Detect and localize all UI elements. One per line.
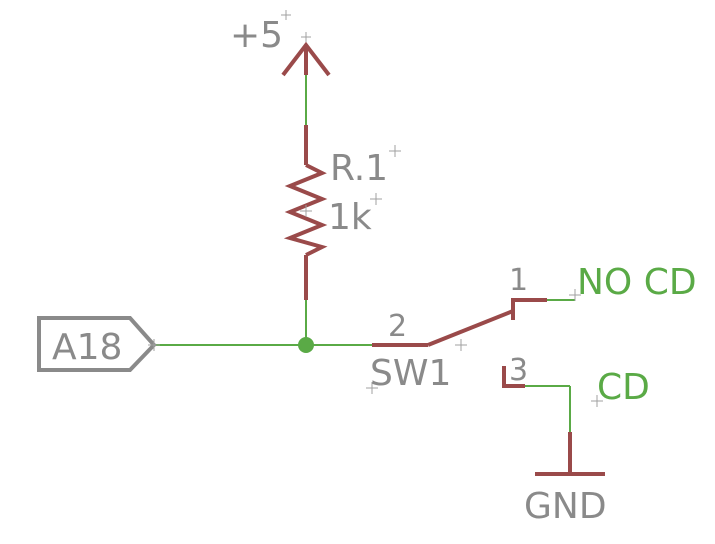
supply-symbol[interactable]: +5: [230, 10, 331, 77]
ground-label: GND: [524, 486, 607, 527]
switch-pin1-label: 1: [509, 263, 528, 298]
switch-origin-cross: [366, 339, 467, 394]
supply-label: +5: [230, 15, 283, 56]
supply-origin-cross: [281, 10, 311, 42]
wires: [154, 75, 575, 432]
net-origin-cross: [569, 289, 603, 407]
resistor-r1[interactable]: R.1 1k: [283, 125, 401, 300]
switch-pin3-contact-icon: [502, 366, 525, 388]
ground-symbol[interactable]: GND: [524, 432, 607, 527]
resistor-origin-cross: [300, 145, 401, 217]
switch-pin1-contact-icon: [511, 298, 547, 320]
resistor-value-label: 1k: [328, 197, 372, 238]
port-outline: [37, 316, 157, 372]
port-origin-cross: [148, 339, 160, 351]
switch-sw1[interactable]: 2 1 3 SW1: [366, 263, 547, 394]
switch-name-label: SW1: [370, 353, 451, 394]
resistor-name-label: R.1: [330, 148, 388, 189]
net-label-cd[interactable]: CD: [597, 367, 650, 408]
net-labels: NO CD CD: [569, 262, 697, 408]
port-label: A18: [52, 327, 122, 368]
junction-dot[interactable]: [298, 337, 314, 353]
switch-pin2-label: 2: [388, 309, 407, 344]
net-label-no-cd[interactable]: NO CD: [577, 262, 697, 303]
resistor-zigzag-icon: [283, 163, 328, 257]
switch-pin3-label: 3: [509, 353, 528, 388]
switch-blade-icon: [427, 309, 514, 347]
port-a18[interactable]: A18: [37, 316, 160, 372]
